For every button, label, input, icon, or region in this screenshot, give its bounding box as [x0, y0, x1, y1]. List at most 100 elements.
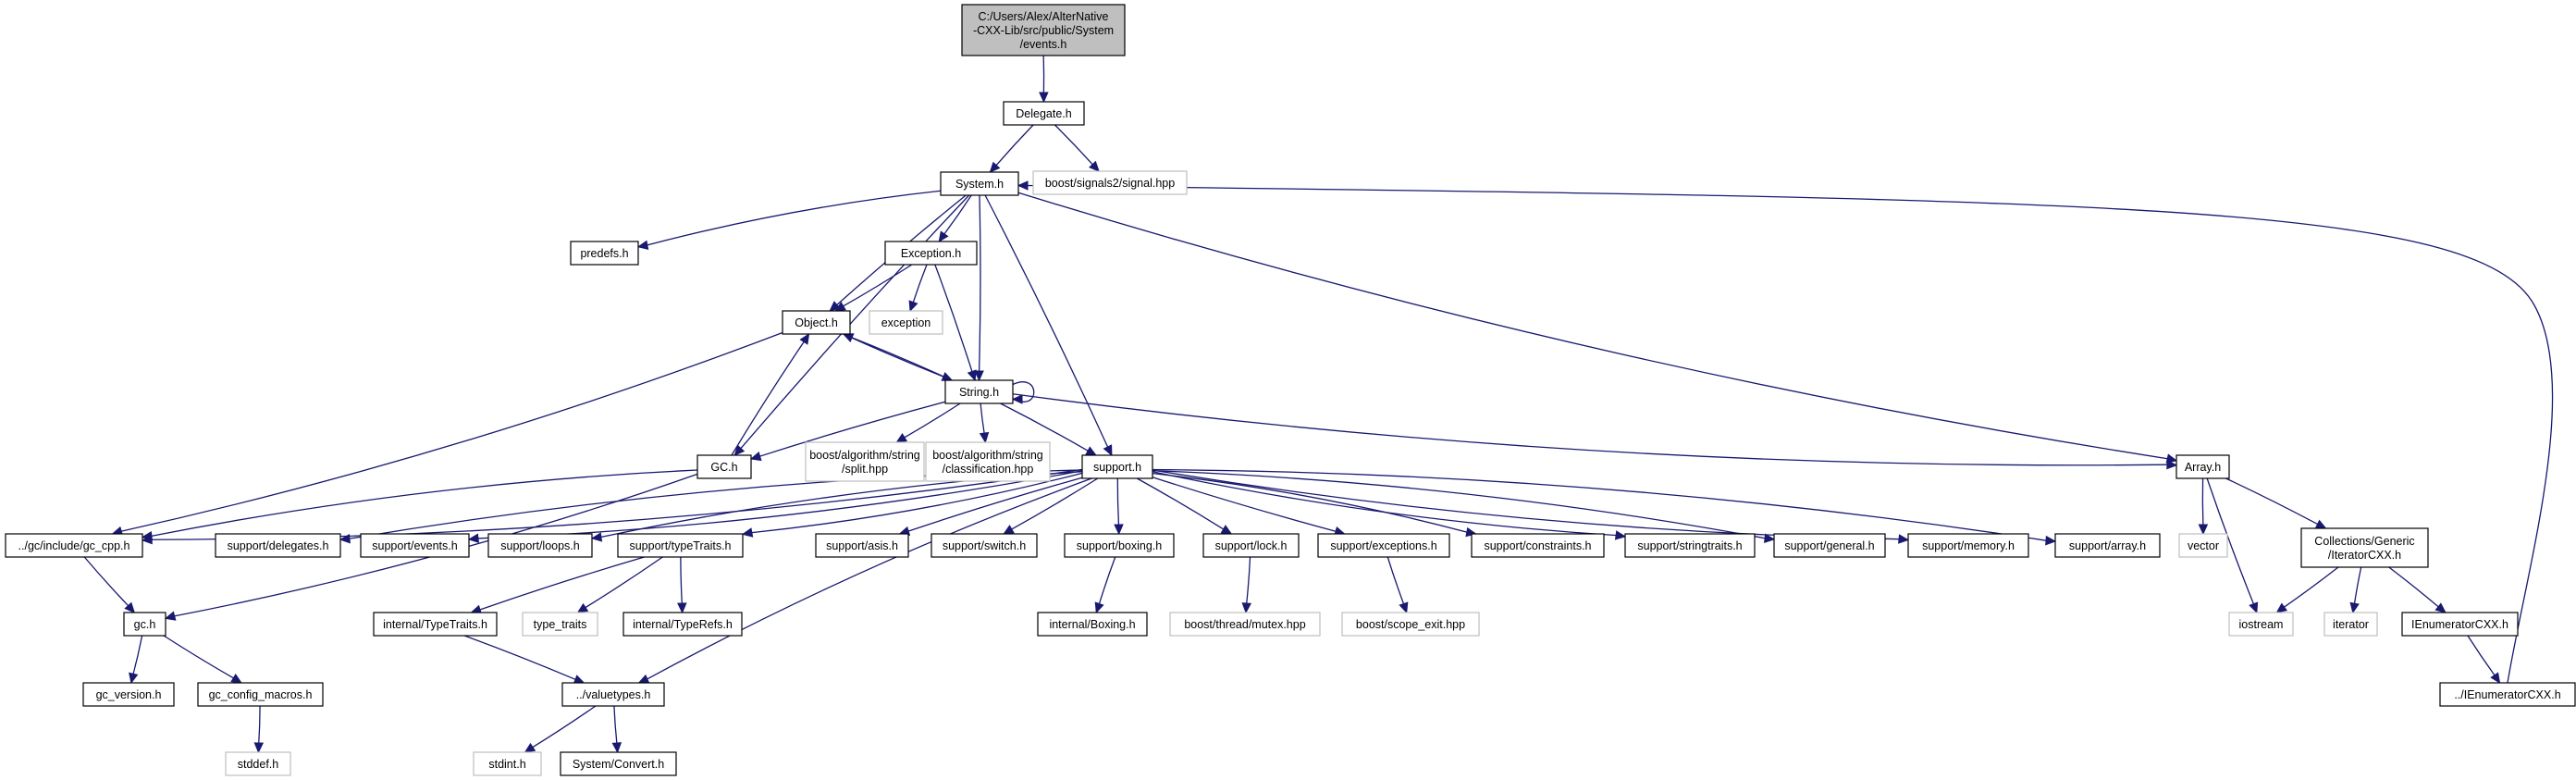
node-label: support/general.h [1784, 539, 1874, 552]
edge-iteratorcxx-to-ienum [2388, 566, 2447, 613]
node-switch[interactable]: support/switch.h [931, 533, 1038, 558]
node-box [1064, 533, 1175, 558]
node-split[interactable]: boost/algorithm/string/split.hpp [805, 441, 925, 482]
node-label: internal/TypeRefs.h [633, 618, 733, 631]
node-object[interactable]: Object.h [782, 310, 851, 335]
node-iboxing[interactable]: internal/Boxing.h [1037, 612, 1148, 637]
node-asis[interactable]: support/asis.h [815, 533, 909, 558]
edge-string-to-split [895, 402, 961, 443]
edge-gc_h-to-object [731, 332, 810, 456]
node-vector[interactable]: vector [2178, 533, 2228, 558]
node-ienum[interactable]: IEnumeratorCXX.h [2401, 612, 2519, 637]
node-gc-cpp[interactable]: ../gc/include/gc_cpp.h [5, 533, 143, 558]
node-label: ../IEnumeratorCXX.h [2454, 688, 2560, 701]
edge-support-to-valuetypes [637, 477, 1092, 684]
node-label: GC.h [710, 461, 737, 474]
node-label: support/exceptions.h [1330, 539, 1436, 552]
node-box [805, 441, 925, 482]
node-label: boost/thread/mutex.hpp [1184, 618, 1305, 631]
node-exception-h[interactable]: Exception.h [884, 241, 978, 266]
node-box [373, 612, 498, 637]
node-boxing[interactable]: support/boxing.h [1064, 533, 1175, 558]
edge-support-to-constraints [1152, 472, 1477, 538]
node-label: /events.h [1020, 38, 1067, 51]
node-stddef[interactable]: stddef.h [225, 751, 291, 776]
node-classification[interactable]: boost/algorithm/string/classification.hp… [925, 441, 1051, 482]
node-array[interactable]: Array.h [2175, 454, 2230, 479]
node-iteratorcxx[interactable]: Collections/Generic/IteratorCXX.h [2300, 527, 2429, 568]
node-sarray[interactable]: support/array.h [2054, 533, 2161, 558]
node-label: Collections/Generic [2314, 535, 2414, 548]
node-box [815, 533, 909, 558]
node-label: support/memory.h [1922, 539, 2015, 552]
node-box [884, 241, 978, 266]
node-label: vector [2188, 539, 2219, 552]
node-iostream[interactable]: iostream [2228, 612, 2294, 637]
node-stringtraits[interactable]: support/stringtraits.h [1624, 533, 1756, 558]
edge-support-to-boxing [1114, 477, 1124, 536]
node-ienum2[interactable]: ../IEnumeratorCXX.h [2439, 682, 2576, 707]
node-events[interactable]: C:/Users/Alex/AlterNative-CXX-Lib/src/pu… [961, 4, 1126, 56]
node-box [197, 682, 324, 707]
node-label: /split.hpp [842, 463, 888, 476]
node-label: exception [881, 316, 931, 329]
edge-system-to-array [1017, 192, 2178, 464]
node-type-traits[interactable]: type_traits [522, 612, 598, 637]
node-predefs[interactable]: predefs.h [570, 241, 639, 266]
node-box [2228, 612, 2294, 637]
node-delegate[interactable]: Delegate.h [1003, 101, 1085, 126]
node-label: boost/scope_exit.hpp [1356, 618, 1465, 631]
node-label: support/array.h [2069, 539, 2146, 552]
node-stdint[interactable]: stdint.h [473, 751, 542, 776]
node-string[interactable]: String.h [944, 379, 1014, 404]
node-general[interactable]: support/general.h [1773, 533, 1886, 558]
edge-array-to-vector [2198, 477, 2209, 536]
node-typetraits[interactable]: support/typeTraits.h [617, 533, 744, 558]
node-support[interactable]: support.h [1081, 454, 1153, 479]
edge-boxing-to-iboxing [1094, 556, 1116, 614]
node-gc-config[interactable]: gc_config_macros.h [197, 682, 324, 707]
node-label: type_traits [534, 618, 587, 631]
node-scope-exit[interactable]: boost/scope_exit.hpp [1341, 612, 1480, 637]
node-gc-h[interactable]: GC.h [696, 454, 752, 479]
node-gc[interactable]: gc.h [123, 612, 166, 637]
edge-typetraits-to-itypetraits [470, 556, 645, 614]
node-typerefs[interactable]: internal/TypeRefs.h [622, 612, 743, 637]
node-label: support/loops.h [500, 539, 580, 552]
node-label: support/stringtraits.h [1637, 539, 1742, 552]
node-itypetraits[interactable]: internal/TypeTraits.h [373, 612, 498, 637]
node-box [473, 751, 542, 776]
node-memory[interactable]: support/memory.h [1907, 533, 2029, 558]
node-delegates[interactable]: support/delegates.h [215, 533, 341, 558]
node-lock[interactable]: support/lock.h [1202, 533, 1300, 558]
node-constraints[interactable]: support/constraints.h [1471, 533, 1605, 558]
node-box [931, 533, 1038, 558]
node-box [2175, 454, 2230, 479]
node-label: Delegate.h [1016, 107, 1072, 120]
node-box [2300, 527, 2429, 568]
node-label: boost/algorithm/string [932, 449, 1043, 462]
node-convert[interactable]: System/Convert.h [560, 751, 677, 776]
node-loops[interactable]: support/loops.h [487, 533, 593, 558]
node-box [1037, 612, 1148, 637]
node-exceptions[interactable]: support/exceptions.h [1317, 533, 1450, 558]
node-label: gc_config_macros.h [209, 688, 313, 701]
edge-object-to-gc_cpp [111, 331, 783, 537]
node-label: support/events.h [372, 539, 457, 552]
edge-layer [83, 55, 2554, 754]
node-box [1471, 533, 1605, 558]
node-sevents[interactable]: support/events.h [360, 533, 470, 558]
node-mutex[interactable]: boost/thread/mutex.hpp [1169, 612, 1321, 637]
node-box [1317, 533, 1450, 558]
edge-typetraits-to-typerefs [677, 556, 687, 614]
node-system[interactable]: System.h [940, 171, 1019, 196]
node-label: /IteratorCXX.h [2328, 549, 2401, 562]
node-gc-version[interactable]: gc_version.h [82, 682, 175, 707]
node-valuetypes[interactable]: ../valuetypes.h [561, 682, 665, 707]
node-signal[interactable]: boost/signals2/signal.hpp [1032, 170, 1188, 195]
edge-system-to-gc_h [733, 194, 970, 456]
node-exception[interactable]: exception [869, 310, 943, 335]
node-iterator[interactable]: iterator [2323, 612, 2378, 637]
node-label: stdint.h [488, 758, 525, 771]
